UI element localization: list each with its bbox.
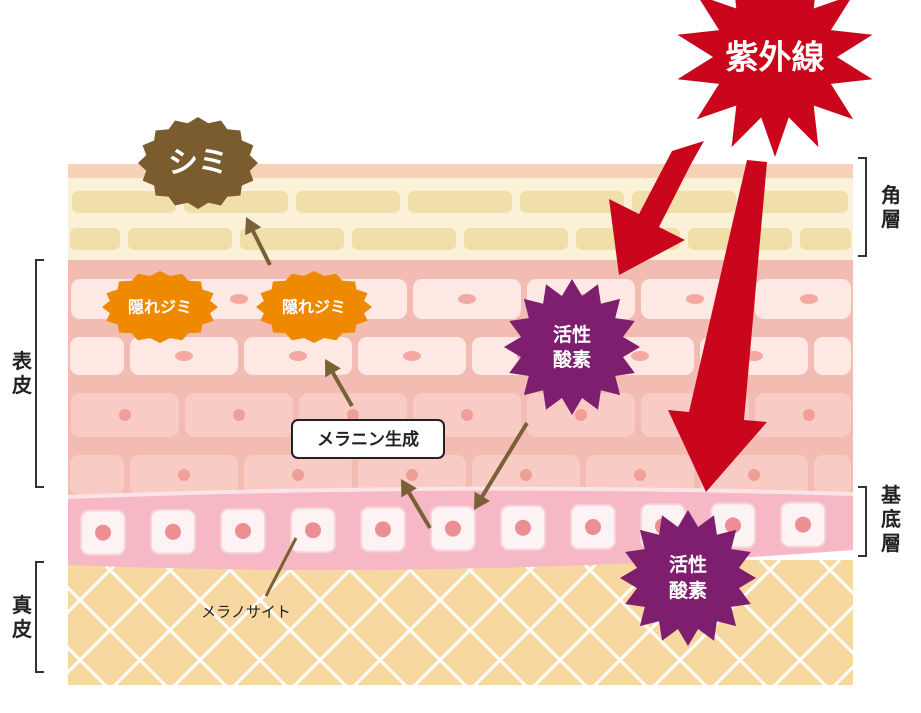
stratum-corneum-bracket	[858, 157, 867, 257]
ros-label-line1: 活性	[669, 553, 707, 576]
dermis-bracket	[35, 561, 44, 673]
melanin-label: メラニン生成	[317, 429, 419, 450]
uv-arrows	[609, 141, 767, 492]
uv-label: 紫外線	[726, 38, 825, 77]
hidden-spot-label: 隠れジミ	[128, 298, 192, 317]
melanocyte-label: メラノサイト	[201, 603, 291, 621]
hidden-spot-badge: 隠れジミ	[102, 271, 218, 343]
stratum-corneum-layer	[68, 164, 853, 260]
dermis-label: 真皮	[12, 593, 32, 641]
uv-burst: 紫外線	[677, 0, 873, 157]
hidden-spot-badge: 隠れジミ	[256, 271, 372, 343]
melanin-box: メラニン生成	[291, 419, 445, 459]
ros-label-line1: 活性	[553, 323, 591, 346]
ros-label-line2: 酸素	[553, 348, 591, 371]
spot-label: シミ	[168, 146, 228, 181]
ros-label-line2: 酸素	[669, 579, 707, 602]
dermis-layer	[68, 560, 853, 685]
hidden-spot-label: 隠れジミ	[282, 298, 346, 317]
epidermis-label: 表皮	[12, 349, 32, 397]
melanocyte-callout: メラノサイト	[201, 537, 298, 621]
basal-label: 基底層	[881, 483, 901, 555]
ros-burst: 活性 酸素	[504, 279, 640, 415]
melanin-arrows	[245, 217, 529, 529]
basal-bracket	[858, 486, 867, 557]
ros-burst: 活性 酸素	[620, 510, 756, 646]
epidermis-bracket	[35, 259, 44, 488]
stratum-corneum-label: 角層	[881, 183, 901, 231]
spot-badge: シミ	[138, 117, 258, 209]
